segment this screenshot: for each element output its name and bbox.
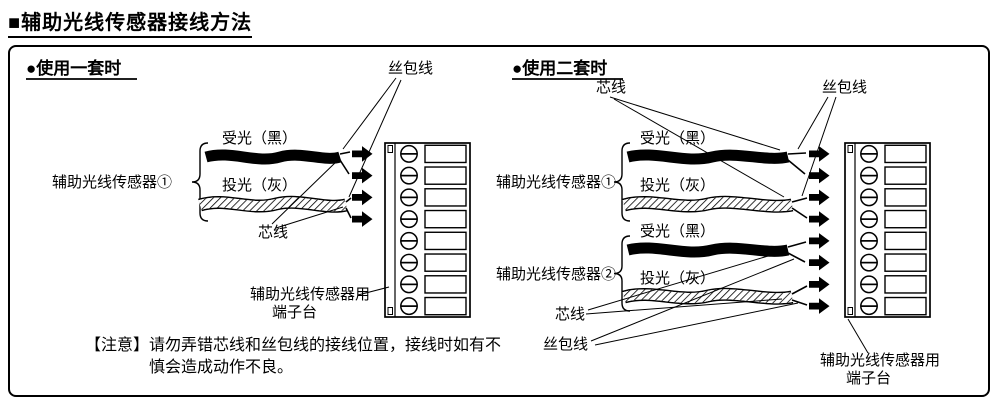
silk-wire-label-right-bottom: 丝包线 <box>543 336 588 353</box>
notice-line1: 【注意】请勿弄错芯线和丝包线的接线位置，接线时如有不 <box>85 335 501 354</box>
terminal-label-right-line2: 端子台 <box>846 370 891 387</box>
page-title: ■辅助光线传感器接线方法 <box>8 6 253 38</box>
silk-wire-label-left: 丝包线 <box>388 60 433 77</box>
sensor1-brace-left <box>191 142 209 222</box>
receive-wire-right-1 <box>626 149 790 165</box>
notice: 【注意】请勿弄错芯线和丝包线的接线位置，接线时如有不 慎会造成动作不良。 <box>85 335 501 376</box>
receive-wire-label-left: 受光（黑） <box>222 130 297 147</box>
sensor2-label-right: 辅助光线传感器② <box>496 266 616 283</box>
arrows-left <box>352 146 373 227</box>
core-wire-leader-right-top <box>609 96 785 198</box>
sensor1-brace-right <box>613 142 631 222</box>
sensor1-label-left: 辅助光线传感器① <box>52 174 172 191</box>
project-wire-left <box>198 195 348 213</box>
receive-wire-right-2 <box>626 242 790 258</box>
receive-wire-strands-right-1 <box>787 152 807 175</box>
terminal-leader-left <box>357 286 390 296</box>
silk-wire-leader-right-bottom <box>590 258 799 346</box>
receive-wire-strands-right-2 <box>787 241 807 263</box>
terminal-leader-right <box>847 318 869 354</box>
panel-left-header: ●使用一套时 <box>26 58 121 78</box>
core-wire-leader-left <box>271 159 344 229</box>
project-wire-strands-left <box>345 197 352 219</box>
sensor1-label-right: 辅助光线传感器① <box>496 174 616 191</box>
core-wire-label-left: 芯线 <box>258 224 288 241</box>
panel-one-set: ●使用一套时 丝包线 辅助光线传感器① 受光（黑） 投光（灰） 芯线 <box>26 58 471 321</box>
notice-line2: 慎会造成动作不良。 <box>149 358 293 376</box>
terminal-label-right-line1: 辅助光线传感器用 <box>820 352 940 369</box>
panel-two-sets: ●使用二套时 芯线 丝包线 辅助光线传感器① 受光（黑） 投光（灰） <box>496 58 940 387</box>
panel-right-header: ●使用二套时 <box>512 58 607 78</box>
receive-wire-label-right-2: 受光（黑） <box>640 223 715 240</box>
terminal-label-left-line1: 辅助光线传感器用 <box>250 286 370 303</box>
project-wire-label-right-1: 投光（灰） <box>640 177 715 194</box>
wiring-diagram: ●使用一套时 丝包线 辅助光线传感器① 受光（黑） 投光（灰） 芯线 <box>26 58 940 387</box>
terminal-block-left <box>384 142 471 318</box>
core-wire-label-right-top: 芯线 <box>596 79 626 96</box>
receive-wire-label-right-1: 受光（黑） <box>640 130 715 147</box>
project-wire-label-right-2: 投光（灰） <box>640 270 715 287</box>
silk-wire-leader-right-top <box>797 96 837 197</box>
core-wire-label-right-bottom: 芯线 <box>555 306 585 323</box>
arrows-right <box>809 146 830 314</box>
project-wire-right-1 <box>622 195 794 213</box>
sensor2-brace-right <box>613 235 631 312</box>
diagram-box: ●使用一套时 丝包线 辅助光线传感器① 受光（黑） 投光（灰） 芯线 <box>8 45 990 397</box>
receive-wire-strands-left <box>339 151 351 175</box>
terminal-block-right <box>844 142 931 318</box>
project-wire-right-2 <box>622 287 794 305</box>
silk-wire-label-right-top: 丝包线 <box>822 79 867 96</box>
receive-wire-left <box>204 149 342 165</box>
project-wire-label-left: 投光（灰） <box>222 177 297 194</box>
project-wire-strands-right-2 <box>791 285 808 306</box>
terminal-label-left-line2: 端子台 <box>272 304 317 321</box>
core-wire-leader-right-bottom <box>585 252 783 315</box>
project-wire-strands-right-1 <box>791 197 808 219</box>
